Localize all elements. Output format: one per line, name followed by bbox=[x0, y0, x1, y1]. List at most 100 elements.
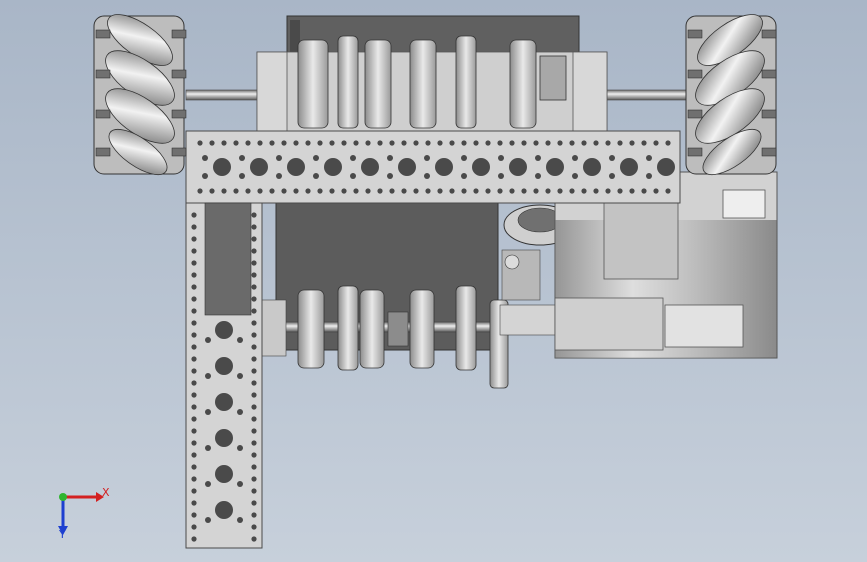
channel-hole bbox=[251, 344, 257, 350]
channel-hole bbox=[281, 140, 287, 146]
channel-hole bbox=[449, 140, 455, 146]
channel-hole bbox=[497, 140, 503, 146]
channel-hole bbox=[317, 140, 323, 146]
channel-hole bbox=[257, 140, 263, 146]
channel-hole bbox=[361, 158, 379, 176]
channel-hole bbox=[237, 337, 243, 343]
channel-hole bbox=[609, 155, 615, 161]
channel-hole bbox=[191, 404, 197, 410]
channel-hole bbox=[498, 173, 504, 179]
channel-hole bbox=[205, 409, 211, 415]
channel-hole bbox=[251, 536, 257, 542]
channel-hole bbox=[485, 188, 491, 194]
channel-hole bbox=[305, 188, 311, 194]
channel-hole bbox=[205, 481, 211, 487]
channel-hole bbox=[377, 140, 383, 146]
channel-hole bbox=[324, 158, 342, 176]
channel-hole bbox=[398, 158, 416, 176]
channel-hole bbox=[572, 155, 578, 161]
channel-hole bbox=[569, 188, 575, 194]
channel-hole bbox=[461, 173, 467, 179]
channel-hole bbox=[329, 140, 335, 146]
channel-hole bbox=[461, 155, 467, 161]
channel-hole bbox=[533, 188, 539, 194]
channel-hole bbox=[535, 173, 541, 179]
coordinate-triad bbox=[58, 492, 104, 535]
channel-hole bbox=[251, 212, 257, 218]
channel-hole bbox=[546, 158, 564, 176]
channel-hole bbox=[545, 188, 551, 194]
channel-hole bbox=[557, 140, 563, 146]
channel-hole bbox=[646, 155, 652, 161]
channel-hole bbox=[569, 140, 575, 146]
channel-hole bbox=[251, 308, 257, 314]
channel-hole bbox=[620, 158, 638, 176]
channel-hole bbox=[251, 260, 257, 266]
channel-hole bbox=[293, 188, 299, 194]
channel-hole bbox=[251, 248, 257, 254]
channel-hole bbox=[205, 337, 211, 343]
channel-hole bbox=[425, 140, 431, 146]
channel-hole bbox=[250, 158, 268, 176]
channel-hole bbox=[653, 140, 659, 146]
channel-hole bbox=[251, 428, 257, 434]
channel-hole bbox=[191, 260, 197, 266]
channel-hole bbox=[251, 392, 257, 398]
channel-hole bbox=[313, 173, 319, 179]
channel-hole bbox=[617, 188, 623, 194]
channel-hole bbox=[202, 155, 208, 161]
channel-hole bbox=[629, 188, 635, 194]
channel-hole bbox=[593, 188, 599, 194]
channel-hole bbox=[205, 445, 211, 451]
channel-hole bbox=[276, 155, 282, 161]
channel-hole bbox=[251, 512, 257, 518]
channel-hole bbox=[413, 140, 419, 146]
channel-hole bbox=[609, 173, 615, 179]
channel-hole bbox=[251, 296, 257, 302]
channel-hole bbox=[237, 481, 243, 487]
channel-hole bbox=[305, 140, 311, 146]
channel-hole bbox=[237, 409, 243, 415]
channel-hole bbox=[251, 320, 257, 326]
channel-hole bbox=[251, 452, 257, 458]
channel-hole bbox=[617, 140, 623, 146]
y-axis-label: Y bbox=[59, 528, 66, 541]
channel-hole bbox=[646, 173, 652, 179]
channel-hole bbox=[191, 212, 197, 218]
channel-hole bbox=[533, 140, 539, 146]
channel-hole bbox=[191, 476, 197, 482]
channel-hole bbox=[251, 464, 257, 470]
channel-hole bbox=[401, 188, 407, 194]
channel-hole bbox=[191, 452, 197, 458]
channel-hole bbox=[251, 476, 257, 482]
channel-hole bbox=[197, 140, 203, 146]
channel-hole bbox=[365, 140, 371, 146]
channel-hole bbox=[215, 357, 233, 375]
channel-hole bbox=[557, 188, 563, 194]
channel-hole bbox=[233, 140, 239, 146]
channel-hole bbox=[641, 188, 647, 194]
channel-hole bbox=[435, 158, 453, 176]
channel-hole bbox=[251, 404, 257, 410]
channel-hole bbox=[437, 188, 443, 194]
channel-hole bbox=[205, 373, 211, 379]
vertical-channel bbox=[185, 202, 263, 549]
channel-hole bbox=[605, 140, 611, 146]
channel-hole bbox=[215, 501, 233, 519]
channel-hole bbox=[191, 344, 197, 350]
channel-hole bbox=[257, 188, 263, 194]
channel-hole bbox=[581, 140, 587, 146]
channel-hole bbox=[572, 173, 578, 179]
channel-hole bbox=[509, 140, 515, 146]
motor-block bbox=[554, 171, 778, 359]
bottom-rollers bbox=[257, 285, 509, 389]
channel-hole bbox=[251, 236, 257, 242]
channel-hole bbox=[509, 158, 527, 176]
left-mecanum-wheel bbox=[93, 14, 187, 176]
channel-hole bbox=[293, 140, 299, 146]
channel-hole bbox=[215, 429, 233, 447]
channel-hole bbox=[535, 155, 541, 161]
channel-hole bbox=[424, 155, 430, 161]
horizontal-channel bbox=[185, 130, 681, 204]
